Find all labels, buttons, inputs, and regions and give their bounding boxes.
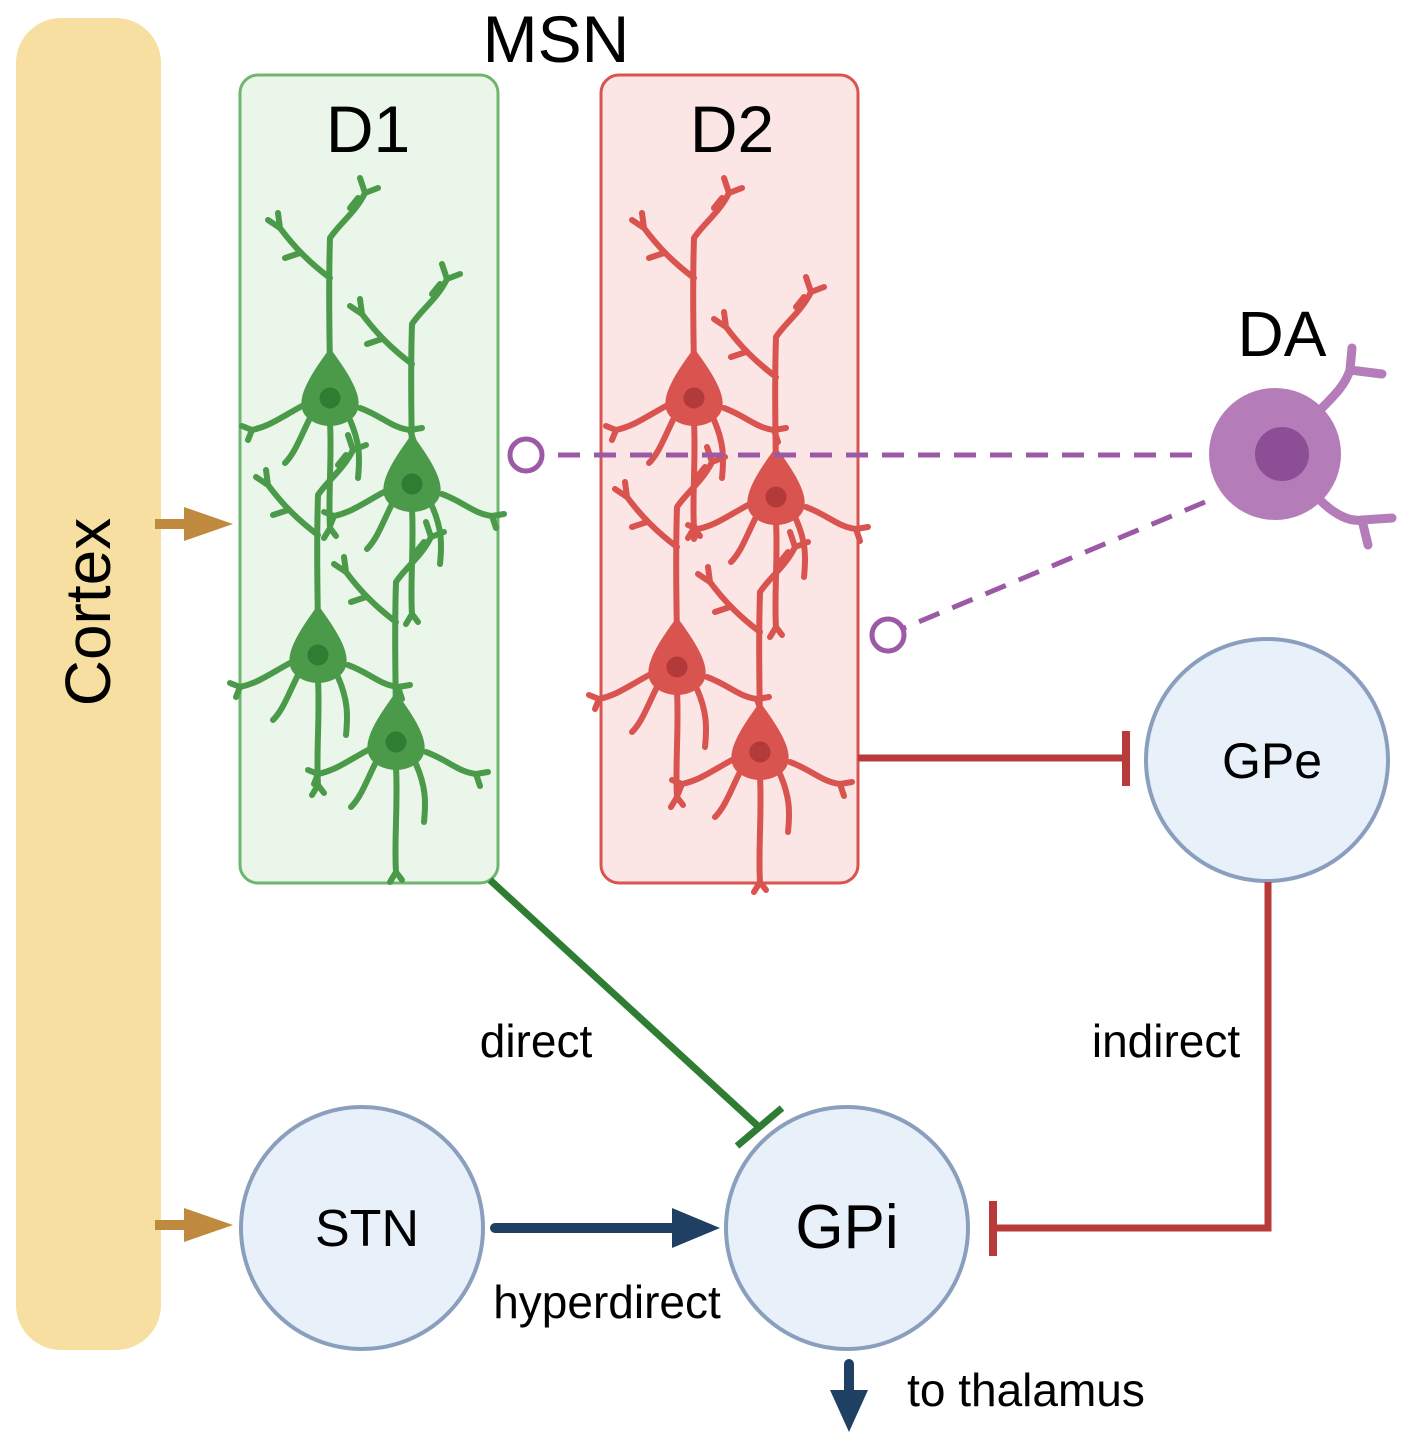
cortex-label: Cortex bbox=[52, 518, 124, 707]
thalamus-output-arrow bbox=[830, 1359, 868, 1432]
cortex-band bbox=[16, 18, 161, 1350]
d2-to-gpe-path bbox=[858, 731, 1130, 786]
da-projection-d1 bbox=[507, 436, 1192, 474]
to-thalamus-label: to thalamus bbox=[907, 1364, 1145, 1416]
d2-label: D2 bbox=[690, 92, 774, 166]
d1-label: D1 bbox=[326, 92, 410, 166]
gpi-node bbox=[726, 1107, 968, 1349]
stn-label: STN bbox=[315, 1200, 419, 1258]
d1-box-border bbox=[238, 73, 500, 885]
cortex-to-striatum-arrow bbox=[155, 507, 233, 541]
msn-label: MSN bbox=[483, 2, 630, 76]
cortex-to-stn-arrow bbox=[155, 1208, 233, 1242]
stn-node bbox=[241, 1107, 483, 1349]
gpe-node bbox=[1146, 639, 1388, 881]
direct-label: direct bbox=[480, 1015, 593, 1067]
hyperdirect-pathway bbox=[490, 1208, 720, 1248]
indirect-pathway bbox=[989, 882, 1272, 1256]
da-projection-d2 bbox=[869, 499, 1206, 654]
da-neuron bbox=[1209, 343, 1397, 550]
d2-box-border bbox=[599, 73, 860, 885]
gpi-label: GPi bbox=[795, 1193, 898, 1262]
d1-box bbox=[240, 75, 498, 883]
indirect-label: indirect bbox=[1092, 1015, 1241, 1067]
gpe-node-border bbox=[1144, 637, 1390, 883]
gpi-node-border bbox=[724, 1105, 970, 1351]
direct-pathway bbox=[487, 877, 785, 1149]
hyperdirect-label: hyperdirect bbox=[493, 1276, 721, 1328]
da-label: DA bbox=[1238, 298, 1327, 370]
gpe-label: GPe bbox=[1222, 733, 1322, 789]
stn-node-border bbox=[239, 1105, 485, 1351]
